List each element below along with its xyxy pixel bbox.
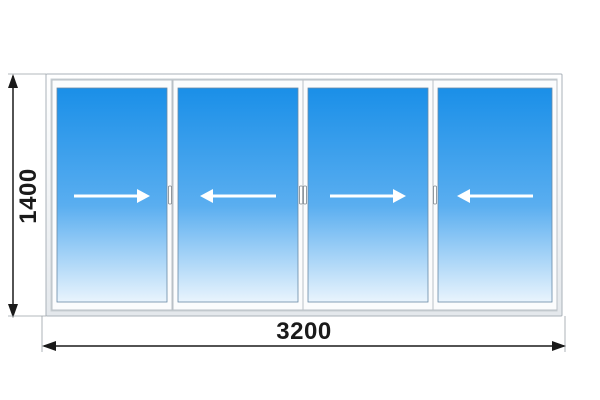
width-arrowhead-left: [42, 341, 56, 351]
height-arrowhead-top: [8, 74, 18, 88]
sash-4: [432, 79, 558, 311]
arrow-left-icon: [200, 189, 276, 203]
width-arrowhead-right: [552, 341, 566, 351]
height-arrowhead-bottom: [8, 304, 18, 318]
arrow-head: [137, 189, 150, 203]
handle-icon: [433, 185, 437, 205]
arrow-head: [457, 189, 470, 203]
height-label: 1400: [15, 168, 42, 223]
height-dimension: 1400: [8, 73, 46, 318]
panels: [51, 79, 558, 311]
width-label: 3200: [276, 318, 331, 345]
sash-3: [302, 79, 434, 311]
handle-icon: [299, 185, 303, 205]
sash-2: [172, 79, 304, 311]
width-dimension: 3200: [41, 316, 566, 352]
handle-icon: [303, 185, 307, 205]
arrow-right-icon: [74, 189, 150, 203]
arrow-head: [200, 189, 213, 203]
arrow-right-icon: [330, 189, 406, 203]
handle-icon: [168, 185, 172, 205]
arrow-head: [393, 189, 406, 203]
arrow-left-icon: [457, 189, 533, 203]
sash-1: [51, 79, 173, 311]
